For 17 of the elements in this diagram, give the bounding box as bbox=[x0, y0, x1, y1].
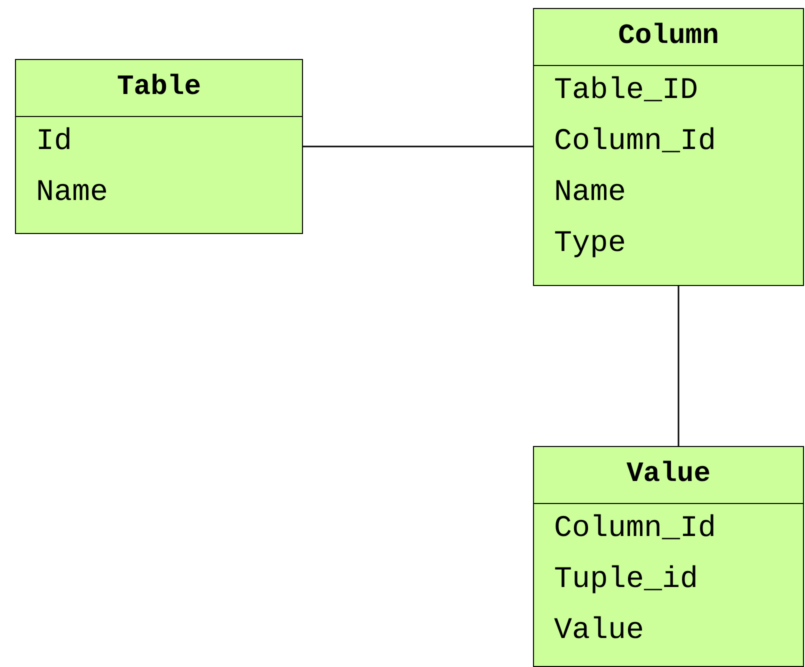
attribute-name: Name bbox=[35, 175, 110, 212]
relationship-line bbox=[678, 286, 680, 446]
entity-table bbox=[15, 59, 303, 234]
entity-table bbox=[533, 8, 804, 286]
attribute-name: Type bbox=[553, 226, 628, 263]
attribute-name: Table_ID bbox=[553, 73, 700, 110]
table-name: Column bbox=[534, 9, 803, 66]
entity-table bbox=[533, 446, 804, 667]
attribute-name: Column_Id bbox=[553, 511, 718, 548]
attribute-name: Name bbox=[553, 175, 628, 212]
attribute-name: Id bbox=[35, 124, 74, 161]
table-name: Table bbox=[16, 60, 302, 117]
attribute-name: Value bbox=[553, 613, 646, 650]
attribute-name: Tuple_id bbox=[553, 562, 700, 599]
attribute-name: Column_Id bbox=[553, 124, 718, 161]
table-name: Value bbox=[534, 447, 803, 504]
relationship-line bbox=[303, 146, 533, 148]
